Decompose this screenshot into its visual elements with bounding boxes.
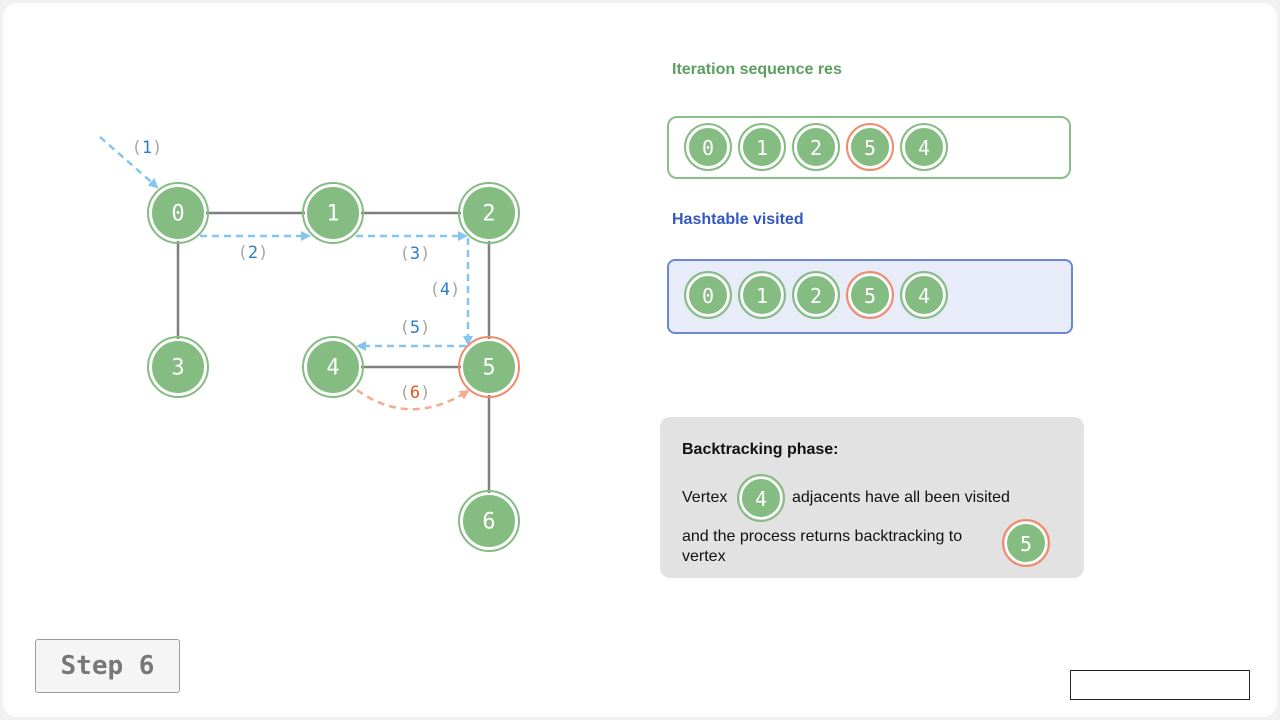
visited-title: Hashtable visited: [672, 211, 804, 228]
res-sequence-items: 0 1 2 5 4: [684, 123, 948, 171]
info-vertex-4-label: 4: [755, 487, 767, 511]
phase-line1-suffix: adjacents have all been visited: [792, 489, 1010, 506]
vertex-1-label: 1: [326, 202, 339, 227]
res-item-4: 4: [900, 123, 948, 171]
phase-title: Backtracking phase:: [682, 441, 839, 458]
vertex-0: 0: [147, 182, 209, 244]
res-item-2: 2: [792, 123, 840, 171]
visited-item-4: 4: [900, 271, 948, 319]
phase-line1-prefix: Vertex: [682, 489, 728, 506]
res-item-5: 5: [846, 123, 894, 171]
visited-item-0: 0: [684, 271, 732, 319]
info-vertex-badges: 45: [737, 474, 1050, 567]
visited-item-1: 1: [738, 271, 786, 319]
res-item-1-label: 1: [756, 136, 768, 160]
vertex-4: 4: [302, 336, 364, 398]
visited-set-items: 0 1 2 5 4: [684, 271, 948, 319]
phase-line2: and the process returns backtracking to …: [682, 528, 963, 565]
blank-box: [1070, 670, 1250, 700]
vertex-6-label: 6: [482, 510, 495, 535]
vertex-5: 5: [458, 336, 520, 398]
visited-item-5: 5: [846, 271, 894, 319]
step-indicator: Step 6: [35, 639, 180, 693]
visited-item-1-label: 1: [756, 284, 768, 308]
res-item-0: 0: [684, 123, 732, 171]
res-item-5-label: 5: [864, 136, 876, 160]
visited-item-4-label: 4: [918, 284, 930, 308]
visited-item-2: 2: [792, 271, 840, 319]
traversal-arrow-6: [356, 388, 470, 411]
vertex-2: 2: [458, 182, 520, 244]
vertex-3: 3: [147, 336, 209, 398]
vertex-6: 6: [458, 490, 520, 552]
res-item-0-label: 0: [702, 136, 714, 160]
traversal-arrows: [99, 136, 473, 411]
res-title: Iteration sequence res: [672, 61, 842, 78]
step-label-5: (5): [400, 318, 431, 338]
info-vertex-5: 5: [1002, 519, 1050, 567]
vertex-2-label: 2: [482, 202, 495, 227]
step-label-2: (2): [238, 243, 269, 263]
vertex-4-label: 4: [326, 356, 339, 381]
step-label-1: (1): [132, 138, 163, 158]
graph-vertices: 0 1 2 3 4 5 6: [147, 182, 520, 552]
info-vertex-5-label: 5: [1020, 532, 1032, 556]
step-label-4: (4): [430, 280, 461, 300]
vertex-3-label: 3: [171, 356, 184, 381]
vertex-1: 1: [302, 182, 364, 244]
res-item-4-label: 4: [918, 136, 930, 160]
info-vertex-4: 4: [737, 474, 785, 522]
traversal-arrow-1: [99, 136, 159, 189]
vertex-0-label: 0: [171, 202, 184, 227]
step-label-6: (6): [400, 383, 431, 403]
visited-item-5-label: 5: [864, 284, 876, 308]
res-item-1: 1: [738, 123, 786, 171]
visited-item-0-label: 0: [702, 284, 714, 308]
visited-item-2-label: 2: [810, 284, 822, 308]
res-item-2-label: 2: [810, 136, 822, 160]
step-label-3: (3): [400, 244, 431, 264]
vertex-5-label: 5: [482, 356, 495, 381]
traversal-step-labels: (1) (2) (3) (4) (5) (6): [132, 138, 461, 403]
